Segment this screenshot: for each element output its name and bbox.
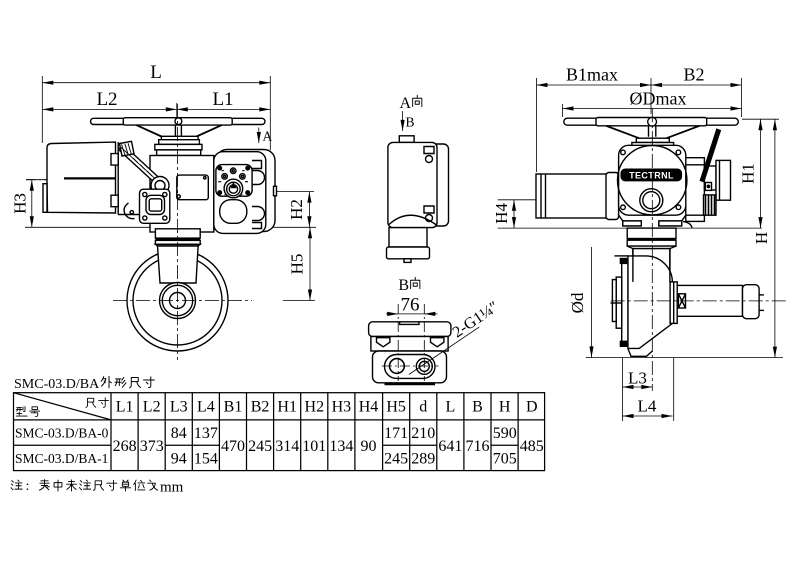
svg-text:H: H <box>752 232 771 244</box>
svg-text:373: 373 <box>140 438 164 455</box>
svg-text:2-G1¼″: 2-G1¼″ <box>450 298 502 341</box>
svg-text:705: 705 <box>493 450 517 467</box>
svg-text:268: 268 <box>113 438 137 455</box>
svg-text:470: 470 <box>221 438 245 455</box>
svg-text:134: 134 <box>329 438 353 455</box>
svg-text:L2: L2 <box>96 89 117 110</box>
svg-text:101: 101 <box>302 438 326 455</box>
svg-text:245: 245 <box>384 450 408 467</box>
svg-text:B: B <box>406 115 415 130</box>
svg-text:H5: H5 <box>386 399 406 416</box>
svg-text:B: B <box>472 399 483 416</box>
svg-text:B2: B2 <box>683 65 704 85</box>
svg-text:B1: B1 <box>224 399 243 416</box>
svg-text:H5: H5 <box>288 254 307 275</box>
svg-text:210: 210 <box>411 425 435 442</box>
svg-text:Ød: Ød <box>568 292 587 313</box>
svg-text:D: D <box>526 399 538 416</box>
svg-text:mm: mm <box>160 480 184 496</box>
svg-text:SMC-03.D/BA: SMC-03.D/BA <box>14 377 100 392</box>
svg-text:SMC-03.D/BA-0: SMC-03.D/BA-0 <box>15 426 109 441</box>
svg-text:A: A <box>263 129 273 144</box>
svg-text:94: 94 <box>171 450 187 467</box>
svg-text:H3: H3 <box>332 399 352 416</box>
svg-text:245: 245 <box>248 438 272 455</box>
svg-text:L3: L3 <box>170 399 188 416</box>
svg-text:90: 90 <box>361 438 377 455</box>
svg-text:L: L <box>446 399 456 416</box>
svg-text:H: H <box>499 399 511 416</box>
svg-text:H2: H2 <box>287 199 306 220</box>
svg-text:L: L <box>150 62 162 83</box>
svg-text:171: 171 <box>384 425 408 442</box>
svg-text:TECTRNL: TECTRNL <box>629 170 674 180</box>
svg-text:L3: L3 <box>628 369 647 388</box>
svg-text:L1: L1 <box>212 89 233 110</box>
svg-text:d: d <box>419 399 427 416</box>
svg-text:L4: L4 <box>638 397 657 416</box>
svg-text:H1: H1 <box>277 399 297 416</box>
svg-text:B2: B2 <box>251 399 270 416</box>
svg-text:154: 154 <box>194 450 218 467</box>
svg-text:137: 137 <box>194 425 218 442</box>
svg-text:A: A <box>399 95 411 112</box>
svg-text:314: 314 <box>275 438 299 455</box>
svg-text:L4: L4 <box>197 399 215 416</box>
svg-text:L1: L1 <box>116 399 134 416</box>
svg-text:289: 289 <box>411 450 435 467</box>
svg-text:SMC-03.D/BA-1: SMC-03.D/BA-1 <box>15 451 108 466</box>
svg-text:H1: H1 <box>739 163 758 184</box>
svg-text:H2: H2 <box>305 399 325 416</box>
svg-text:485: 485 <box>520 438 544 455</box>
svg-text:L2: L2 <box>143 399 161 416</box>
svg-text:716: 716 <box>466 438 490 455</box>
svg-text:84: 84 <box>171 425 187 442</box>
svg-text:H3: H3 <box>11 193 30 214</box>
svg-text:76: 76 <box>401 295 420 316</box>
svg-text:H4: H4 <box>359 399 379 416</box>
svg-text:B: B <box>398 277 409 294</box>
svg-text:H4: H4 <box>492 203 511 224</box>
svg-text:641: 641 <box>438 438 462 455</box>
svg-text:B1max: B1max <box>566 65 618 85</box>
svg-text:590: 590 <box>493 425 517 442</box>
svg-text:ØDmax: ØDmax <box>630 89 687 109</box>
svg-text::: : <box>26 479 30 494</box>
